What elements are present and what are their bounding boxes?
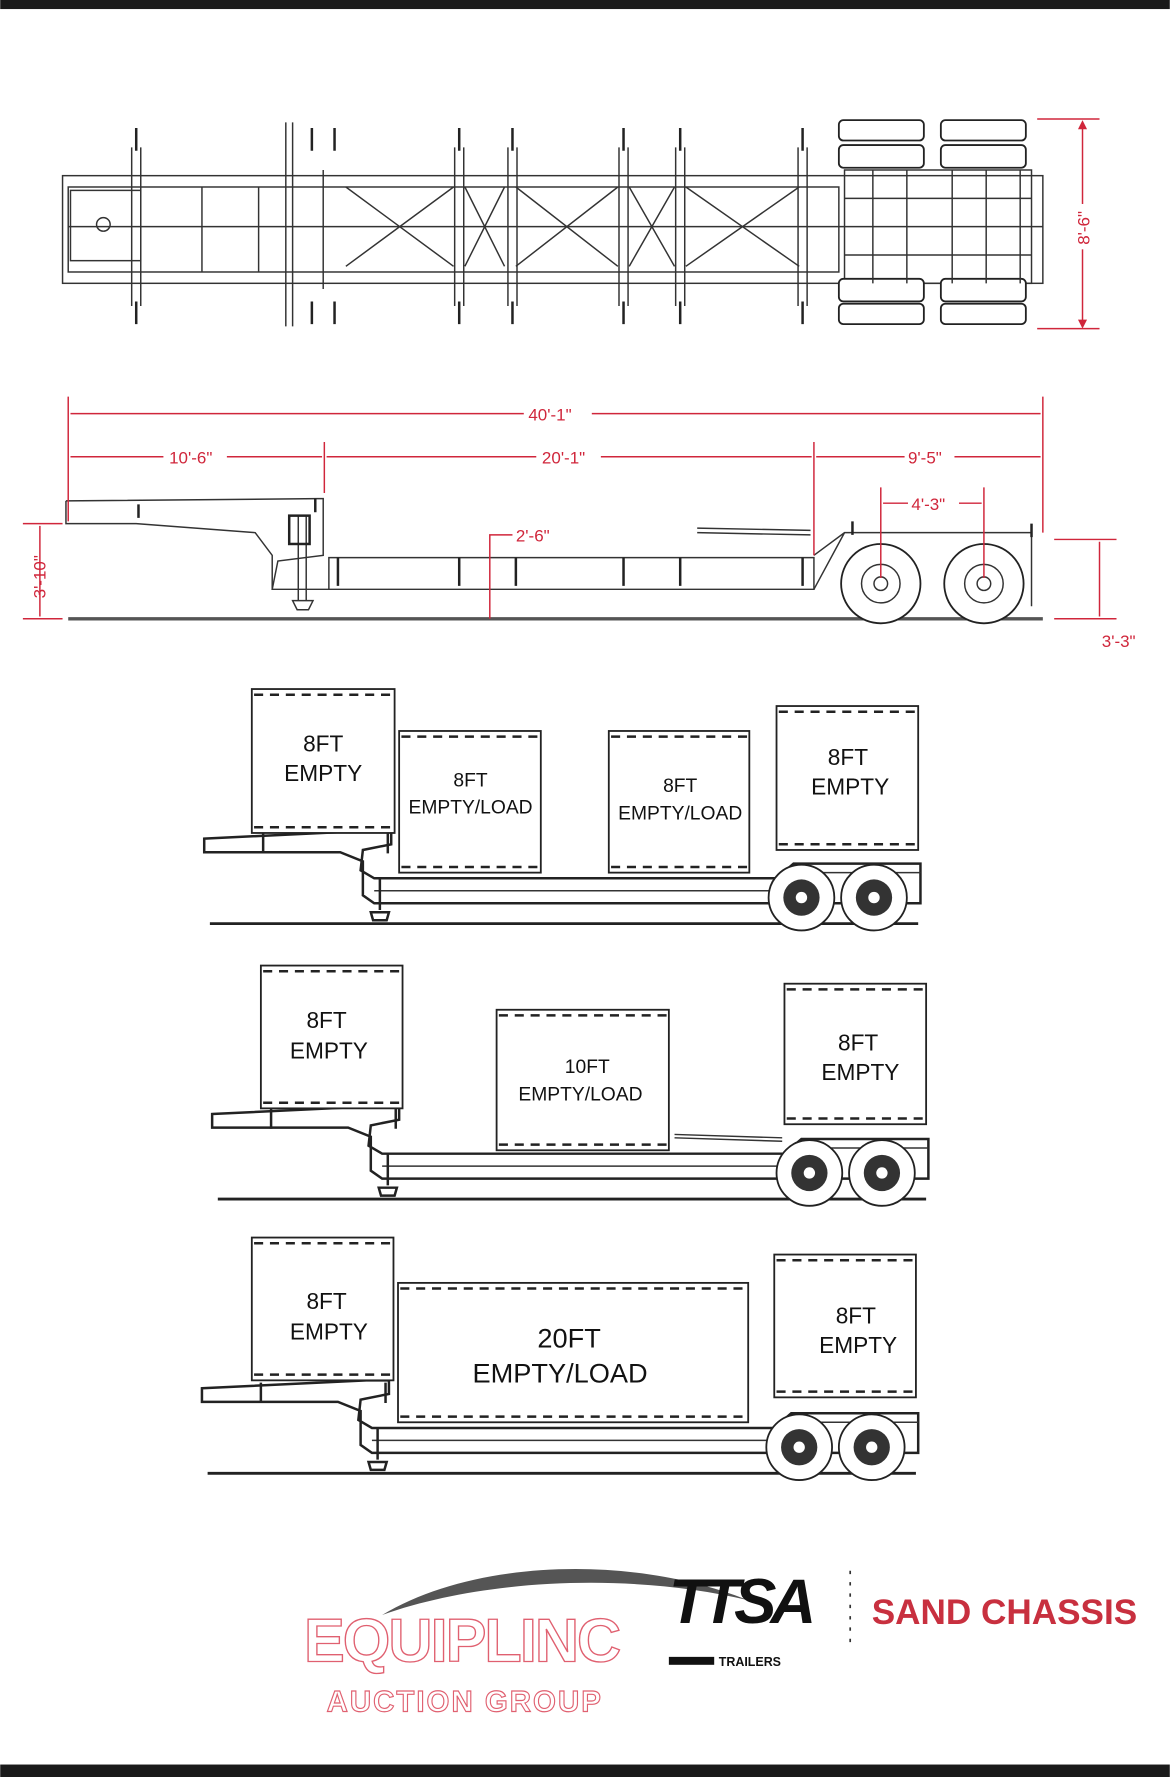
container-size-label: 8FT [306, 1007, 346, 1033]
container-box: 10FT EMPTY/LOAD [495, 1008, 670, 1152]
container-status-label: EMPTY/LOAD [408, 798, 532, 819]
overall-length-label: 40'-1" [528, 405, 571, 424]
width-dim-label: 8'-6" [1074, 211, 1093, 245]
rear-deck-length-label: 9'-5" [908, 449, 942, 468]
side-wheels [840, 543, 1025, 625]
width-dimension: 8'-6" [1037, 118, 1100, 330]
ttsa-brand: TTSA [669, 1567, 816, 1637]
side-view: 40'-1" 10'-6" 20'-1" 9'-5" 4'-3" 2'-6" 3… [22, 396, 1136, 651]
watermark-main: EQUIPLINC [304, 1606, 621, 1674]
configuration-2: 8FT EMPTY 10FT EMPTY/LOAD 8FT EMPTY [210, 964, 930, 1208]
deck-height-label: 2'-6" [516, 527, 550, 546]
watermark-sub: AUCTION GROUP [327, 1685, 601, 1718]
rear-deck-height-label: 3'-3" [1102, 632, 1136, 651]
configuration-1: 8FT EMPTY 8FT EMPTY/LOAD 8FT EMPTY/LOAD … [202, 688, 922, 932]
container-status-label: EMPTY [821, 1059, 899, 1085]
container-status-label: EMPTY/LOAD [518, 1084, 642, 1105]
container-status-label: EMPTY/LOAD [472, 1358, 647, 1389]
container-box: 8FT EMPTY [259, 964, 404, 1110]
container-box: 8FT EMPTY [250, 688, 396, 834]
container-size-label: 8FT [663, 776, 697, 797]
container-status-label: EMPTY [290, 1037, 368, 1063]
axle-spread-label: 4'-3" [911, 495, 945, 514]
ttsa-logo: TTSA TRAILERS [382, 1567, 816, 1669]
container-box: 8FT EMPTY/LOAD [607, 730, 751, 874]
container-box: 8FT EMPTY [250, 1236, 395, 1382]
container-box: 8FT EMPTY [783, 982, 928, 1126]
container-size-label: 8FT [306, 1288, 346, 1314]
container-box: 20FT EMPTY/LOAD [397, 1281, 750, 1424]
container-box: 8FT EMPTY [775, 705, 920, 851]
container-status-label: EMPTY [284, 760, 362, 786]
configuration-3: 8FT EMPTY 20FT EMPTY/LOAD 8FT EMPTY [200, 1236, 920, 1482]
container-size-label: 20FT [537, 1322, 600, 1353]
top-view: 8'-6" [61, 118, 1100, 330]
container-size-label: 10FT [565, 1057, 610, 1078]
container-size-label: 8FT [303, 730, 343, 756]
sand-chassis-title: SAND CHASSIS [872, 1593, 1137, 1632]
equiplinc-watermark: EQUIPLINC AUCTION GROUP [303, 1606, 622, 1719]
container-size-label: 8FT [828, 744, 868, 770]
container-status-label: EMPTY [290, 1319, 368, 1345]
top-bar [0, 0, 1170, 10]
gooseneck-length-label: 10'-6" [169, 449, 212, 468]
ttsa-sub: TRAILERS [719, 1655, 781, 1669]
gooseneck-height-label: 3'-10" [31, 555, 50, 598]
container-status-label: EMPTY [819, 1332, 897, 1358]
bottom-bar [0, 1764, 1170, 1777]
container-box: 8FT EMPTY/LOAD [398, 730, 542, 874]
container-box: 8FT EMPTY [773, 1253, 917, 1399]
container-size-label: 8FT [453, 771, 487, 792]
container-status-label: EMPTY [811, 773, 889, 799]
container-size-label: 8FT [836, 1303, 876, 1329]
container-status-label: EMPTY/LOAD [618, 803, 742, 824]
well-length-label: 20'-1" [542, 449, 585, 468]
container-size-label: 8FT [838, 1030, 878, 1056]
